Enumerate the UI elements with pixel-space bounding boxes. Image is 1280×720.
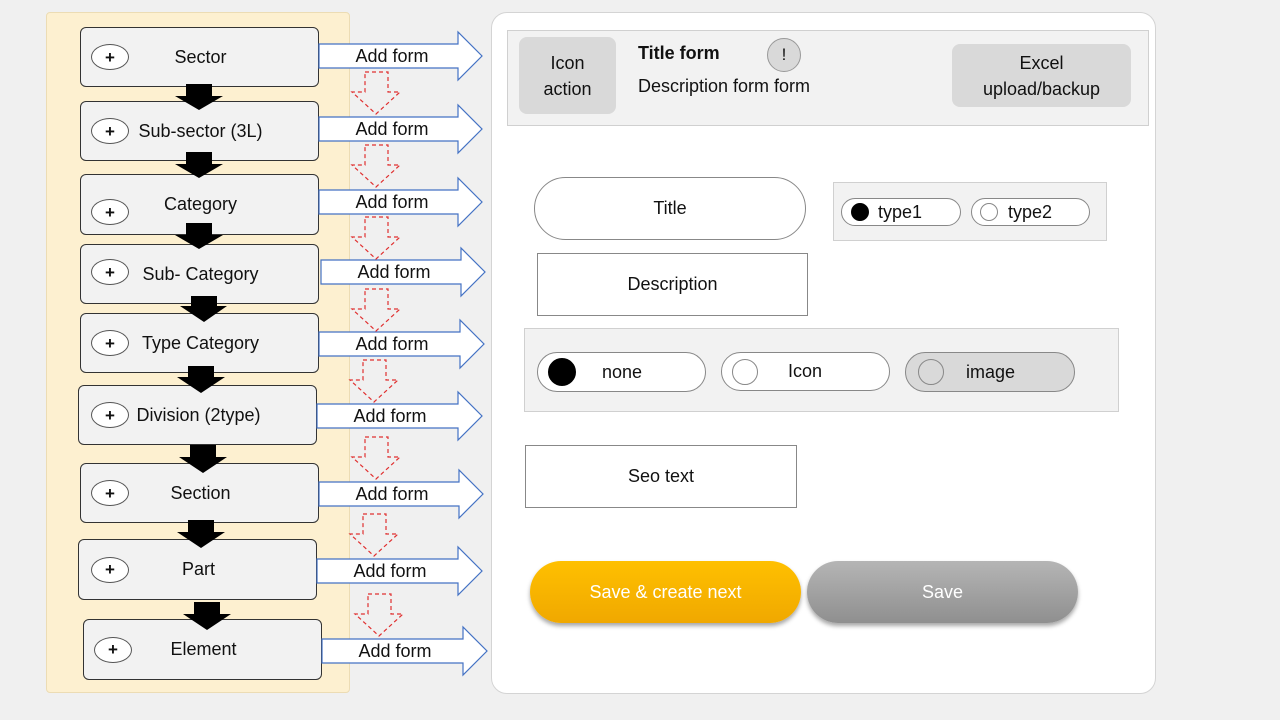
description-input[interactable]: Description: [537, 253, 808, 316]
radio-label: Icon: [788, 361, 823, 381]
excel-upload-backup-button[interactable]: Excel upload/backup: [952, 44, 1131, 107]
radio-type1[interactable]: type1: [841, 198, 961, 226]
level-part[interactable]: + Part: [78, 539, 317, 600]
save-button[interactable]: Save: [807, 561, 1078, 623]
level-label: Category: [163, 194, 238, 214]
radio-dot: [548, 358, 576, 386]
dashed-down-arrow-icon: [350, 436, 402, 480]
seo-text-input[interactable]: Seo text: [525, 445, 797, 508]
level-division[interactable]: + Division (2type): [78, 385, 317, 445]
add-type-category-button[interactable]: +: [91, 330, 129, 356]
level-label: Type Category: [141, 332, 260, 353]
add-form-category[interactable]: Add form: [319, 190, 482, 214]
icon-action-button[interactable]: Icon action: [519, 37, 616, 114]
add-form-label: Add form: [357, 262, 431, 282]
level-label: Element: [170, 639, 237, 659]
add-form-label: Add form: [355, 484, 429, 504]
level-type-category[interactable]: + Type Category: [80, 313, 319, 373]
dashed-down-arrow-icon: [348, 359, 400, 403]
add-section-button[interactable]: +: [91, 480, 129, 506]
add-form-part[interactable]: Add form: [317, 559, 482, 583]
radio-dot: [851, 203, 869, 221]
add-form-type-category[interactable]: Add form: [319, 332, 484, 356]
radio-dot: [918, 359, 944, 385]
level-label: Sub- Category: [142, 263, 259, 284]
radio-dot: [732, 358, 758, 385]
add-sub-category-button[interactable]: +: [91, 259, 129, 285]
radio-image[interactable]: image: [905, 352, 1075, 392]
add-sector-button[interactable]: +: [91, 44, 129, 70]
level-category[interactable]: + Category: [80, 174, 319, 235]
title-input[interactable]: Title: [534, 177, 806, 240]
add-division-button[interactable]: +: [91, 402, 129, 428]
level-sector[interactable]: + Sector: [80, 27, 319, 87]
level-label: Sector: [174, 46, 227, 67]
radio-label: type2: [1008, 201, 1053, 222]
info-icon[interactable]: !: [767, 38, 801, 72]
level-sub-category[interactable]: + Sub- Category: [80, 244, 319, 304]
add-category-button[interactable]: +: [91, 199, 129, 225]
dashed-down-arrow-icon: [350, 144, 402, 188]
dashed-down-arrow-icon: [350, 71, 402, 115]
add-form-division[interactable]: Add form: [317, 404, 482, 428]
save-and-create-next-button[interactable]: Save & create next: [530, 561, 801, 623]
dashed-down-arrow-icon: [353, 593, 405, 637]
add-element-button[interactable]: +: [94, 636, 132, 663]
dashed-down-arrow-icon: [350, 288, 402, 332]
level-label: Part: [181, 559, 215, 579]
add-form-sub-category[interactable]: Add form: [321, 260, 485, 284]
add-form-label: Add form: [353, 561, 427, 581]
form-description: Description form form: [638, 76, 811, 96]
radio-label: image: [966, 361, 1016, 382]
radio-dot: [980, 203, 998, 221]
radio-label: none: [602, 361, 643, 382]
radio-icon[interactable]: Icon: [721, 352, 890, 391]
add-sub-sector-button[interactable]: +: [91, 118, 129, 144]
add-form-label: Add form: [353, 406, 427, 426]
level-element[interactable]: + Element: [83, 619, 322, 680]
level-section[interactable]: + Section: [80, 463, 319, 523]
add-form-section[interactable]: Add form: [319, 482, 483, 506]
level-label: Sub-sector (3L): [138, 120, 263, 141]
add-form-label: Add form: [355, 46, 429, 66]
radio-type2[interactable]: type2: [971, 198, 1090, 226]
add-form-label: Add form: [355, 119, 429, 139]
dashed-down-arrow-icon: [348, 513, 400, 557]
level-label: Division (2type): [136, 404, 261, 425]
add-form-sector[interactable]: Add form: [319, 44, 482, 68]
level-sub-sector[interactable]: + Sub-sector (3L): [80, 101, 319, 161]
add-part-button[interactable]: +: [91, 556, 129, 583]
radio-none[interactable]: none: [537, 352, 706, 392]
add-form-label: Add form: [355, 334, 429, 354]
add-form-label: Add form: [358, 641, 432, 661]
add-form-label: Add form: [355, 192, 429, 212]
add-form-sub-sector[interactable]: Add form: [319, 117, 482, 141]
radio-label: type1: [878, 201, 923, 222]
dashed-down-arrow-icon: [350, 216, 402, 260]
add-form-element[interactable]: Add form: [322, 639, 487, 663]
form-title: Title form: [638, 43, 720, 63]
level-label: Section: [170, 482, 231, 503]
